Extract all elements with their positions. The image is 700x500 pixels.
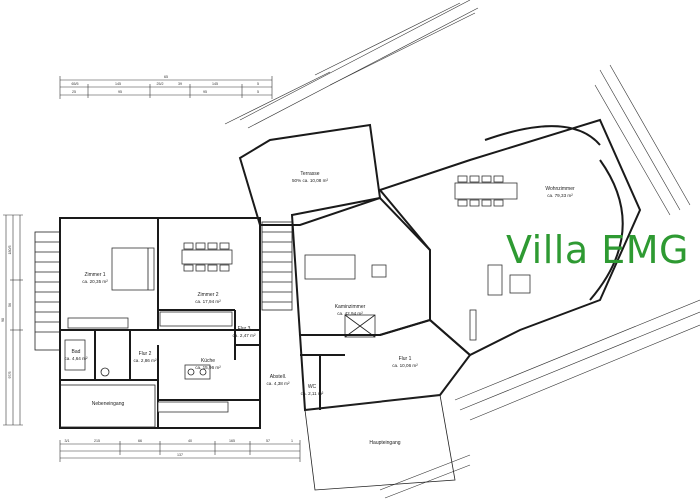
dim-top-part: 145	[212, 82, 218, 86]
dimension-lines-top: 65 65/5 145 25/2 39 145 5 25 95 95 5	[59, 75, 273, 99]
room-flur-3-name: Flur 3	[238, 326, 251, 332]
dim-top-part: 65/5	[72, 82, 79, 86]
dim-bottom-part: 40	[188, 439, 192, 443]
room-flur-3-area: ca. 2,47 m²	[233, 333, 256, 338]
room-kueche-area: ca. 15,96 m²	[195, 365, 221, 370]
room-wc-area: ca. 2,11 m²	[301, 391, 324, 396]
room-abstell-area: ca. 4,38 m²	[267, 381, 290, 386]
dim-top-sub: 5	[257, 90, 259, 94]
room-labels: Zimmer 1 ca. 20,35 m² Zimmer 2 ca. 17,94…	[65, 171, 576, 446]
room-zimmer-1-name: Zimmer 1	[84, 272, 105, 278]
east-wing	[378, 118, 642, 357]
dim-bottom-part: 66	[138, 439, 142, 443]
dim-bottom-part: 3/1	[65, 439, 70, 443]
room-kaminzimmer-name: Kaminzimmer	[335, 304, 366, 310]
room-flur-1-area: ca. 10,06 m²	[392, 363, 418, 368]
room-zimmer-1-area: ca. 20,35 m²	[82, 279, 108, 284]
dim-top-part: 145	[115, 82, 121, 86]
dim-top-sub: 95	[118, 90, 122, 94]
dim-left-part: 97/5	[8, 372, 12, 379]
room-haupteingang-name: Haupteingang	[369, 440, 400, 446]
room-terrasse-name: Terrasse	[300, 171, 319, 177]
room-kueche-name: Küche	[201, 358, 215, 364]
room-abstell-name: Abstell.	[270, 374, 286, 380]
dim-left-total: 98	[1, 318, 5, 322]
dim-bottom-part: 165	[229, 439, 235, 443]
room-flur-1-name: Flur 1	[399, 356, 412, 362]
dining-table	[181, 249, 233, 265]
room-wohnzimmer-area: ca. 79,33 m²	[547, 193, 573, 198]
dim-top-sub: 95	[203, 90, 207, 94]
room-kaminzimmer-area: ca. 42,94 m²	[337, 311, 363, 316]
dimension-lines-diagonal	[224, 0, 700, 499]
dim-bottom-part: 215	[94, 439, 100, 443]
dim-bottom-part: 57	[266, 439, 270, 443]
room-flur-2-area: ca. 2,86 m²	[134, 358, 157, 363]
room-bad-name: Bad	[72, 349, 81, 355]
entry-area	[59, 318, 472, 491]
room-terrasse-area: 50% ca. 10,08 m²	[292, 178, 328, 183]
dim-top-part: 5	[257, 82, 259, 86]
room-bad-area: ca. 4,64 m²	[65, 356, 88, 361]
dimension-lines-bottom: 3/1 215 66 40 165 57 1 137	[59, 439, 301, 462]
wohn-table	[454, 182, 518, 200]
stairs-left	[35, 241, 60, 333]
room-zimmer-2-name: Zimmer 2	[197, 292, 218, 298]
dim-top-part: 39	[178, 82, 182, 86]
dim-bottom-total: 137	[177, 453, 183, 457]
dim-top-total: 65	[164, 75, 168, 79]
room-wc-name: WC	[308, 384, 317, 390]
dim-left-part: 56	[8, 303, 12, 307]
room-zimmer-2-area: ca. 17,94 m²	[195, 299, 221, 304]
bathtub	[64, 339, 86, 371]
room-wohnzimmer-name: Wohnzimmer	[545, 186, 575, 192]
room-nebeneingang-name: Nebeneingang	[92, 401, 125, 407]
dim-bottom-part: 1	[291, 439, 293, 443]
dim-left-part: 180/5	[8, 246, 12, 255]
dimension-lines-left: 98 180/5 56 97/5	[1, 214, 23, 426]
dim-top-part: 25/2	[157, 82, 164, 86]
dim-top-sub: 25	[72, 90, 76, 94]
kitchen-island	[184, 364, 211, 380]
west-wing	[34, 217, 261, 429]
room-flur-2-name: Flur 2	[139, 351, 152, 357]
bed	[111, 247, 155, 291]
sofa	[304, 254, 356, 280]
brand-title: Villa EMG	[506, 228, 689, 272]
wardrobe	[67, 317, 129, 329]
